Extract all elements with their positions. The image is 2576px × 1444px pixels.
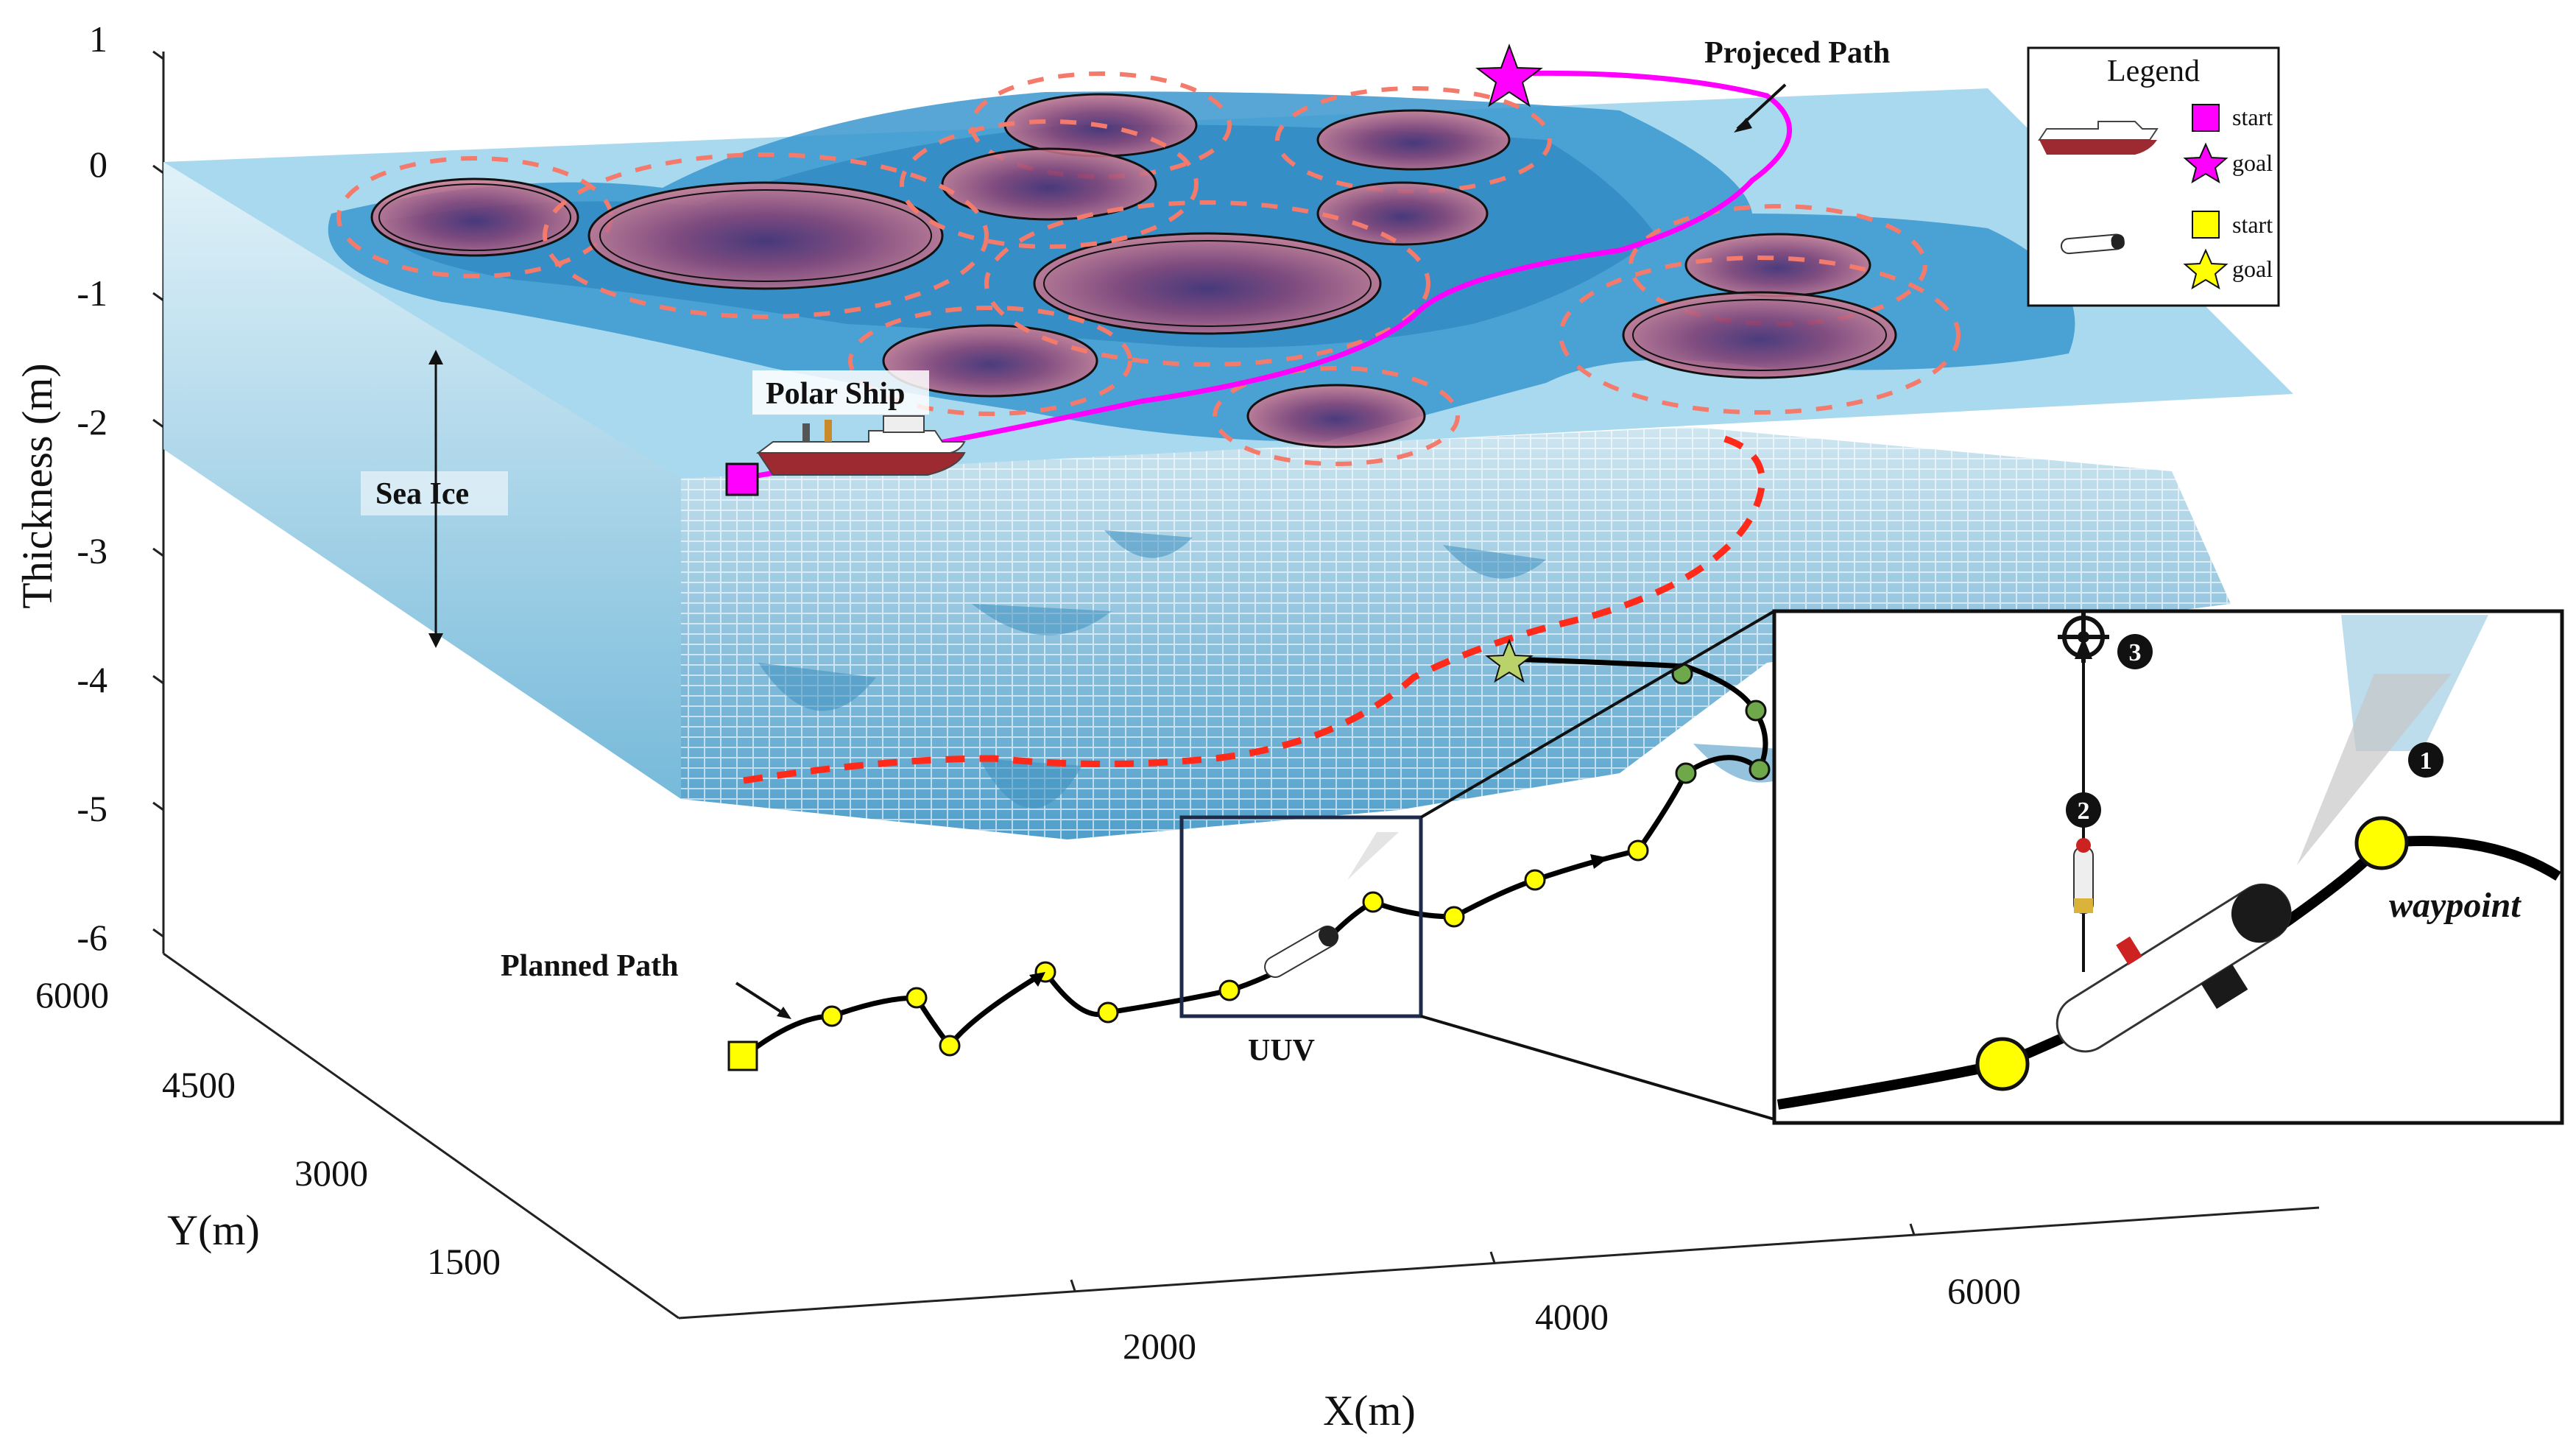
planned-path-label: Planned Path bbox=[501, 949, 679, 983]
uuv-start-marker bbox=[727, 1040, 758, 1071]
waypoint-marker bbox=[939, 1035, 961, 1057]
risk-zone bbox=[941, 147, 1157, 221]
z-tick: 0 bbox=[89, 144, 107, 185]
risk-zone bbox=[1622, 291, 1897, 379]
z-tick: -5 bbox=[77, 788, 107, 829]
sea-ice-label-box bbox=[361, 471, 508, 515]
y-axis-label: Y(m) bbox=[167, 1206, 260, 1254]
z-tick: -3 bbox=[77, 530, 107, 571]
uuv-label: UUV bbox=[1248, 1034, 1315, 1068]
uuv-goal-star bbox=[1485, 638, 1534, 683]
z-tick: 1 bbox=[89, 18, 107, 60]
legend-ship-start-label: start bbox=[2232, 104, 2273, 130]
target-crosshair-icon bbox=[2058, 611, 2109, 663]
legend-title: Legend bbox=[2107, 54, 2200, 88]
polar-ship-icon bbox=[756, 415, 966, 476]
projected-path-line bbox=[739, 70, 1793, 482]
y-tick: 4500 bbox=[162, 1064, 236, 1105]
z-axis-ticks bbox=[152, 50, 164, 938]
legend-ship-goal-label: goal bbox=[2232, 149, 2273, 176]
z-tick: -1 bbox=[77, 272, 107, 314]
legend-uuv-start-label: start bbox=[2232, 211, 2273, 238]
legend-uuv-start-swatch bbox=[2192, 211, 2220, 239]
waypoint-label: waypoint bbox=[2389, 886, 2522, 925]
risk-zone bbox=[587, 181, 944, 290]
legend: Legend start goal start goal bbox=[2027, 46, 2280, 307]
planned-path-pointer bbox=[735, 982, 789, 1018]
zoom-source-box bbox=[1179, 815, 1423, 1018]
under-ice-path-line bbox=[743, 434, 1765, 784]
waypoint-marker bbox=[1627, 839, 1649, 862]
step-badge-3: 3 bbox=[2117, 634, 2153, 669]
ship-goal-star bbox=[1475, 43, 1543, 108]
badge-label: 2 bbox=[2078, 797, 2090, 825]
inset-uuv-icon bbox=[2055, 883, 2292, 1053]
x-tick: 4000 bbox=[1535, 1296, 1609, 1337]
zoom-inset: 1 2 3 waypoint bbox=[1772, 609, 2564, 1125]
y-tick: 3000 bbox=[294, 1152, 368, 1194]
badge-label: 3 bbox=[2129, 639, 2142, 666]
zoom-connector bbox=[1419, 610, 1776, 819]
under-ice-waypoints bbox=[1671, 663, 1771, 784]
risk-zones bbox=[336, 71, 1961, 466]
y-tick-labels: 6000 4500 3000 1500 bbox=[35, 974, 501, 1282]
inset-sonar-cone bbox=[2297, 674, 2452, 865]
risk-zone bbox=[848, 306, 1132, 416]
legend-ship-start-swatch bbox=[2192, 104, 2220, 132]
waypoint-marker bbox=[821, 1005, 843, 1027]
waypoint-marker bbox=[1443, 906, 1465, 928]
uuv-icon bbox=[1264, 926, 1339, 978]
y-tick: 6000 bbox=[35, 974, 109, 1015]
risk-zone bbox=[1316, 181, 1489, 246]
waypoint-marker bbox=[1524, 869, 1546, 891]
badge-label: 1 bbox=[2420, 747, 2432, 775]
z-tick: -2 bbox=[77, 401, 107, 443]
waypoint-marker bbox=[1218, 979, 1241, 1001]
legend-ship-goal-swatch bbox=[2183, 142, 2229, 184]
polar-ship-label: Polar Ship bbox=[766, 377, 905, 411]
inset-waypoint-marker bbox=[1975, 1037, 2030, 1091]
risk-zone bbox=[1213, 366, 1460, 466]
x-tick: 6000 bbox=[1947, 1270, 2021, 1311]
sea-ice-label: Sea Ice bbox=[375, 477, 469, 511]
y-tick: 1500 bbox=[427, 1241, 501, 1282]
z-tick: -6 bbox=[77, 917, 107, 958]
waypoint-marker bbox=[1097, 1001, 1119, 1024]
legend-uuv-goal-swatch bbox=[2183, 248, 2229, 290]
ship-start-marker bbox=[725, 462, 759, 496]
x-axis-ticks bbox=[1070, 1223, 1916, 1292]
z-tick-labels: 1 0 -1 -2 -3 -4 -5 -6 bbox=[77, 18, 107, 958]
step-badge-1: 1 bbox=[2408, 742, 2443, 778]
ascent-uuv-icon bbox=[2073, 838, 2094, 914]
planned-path-waypoints bbox=[821, 839, 1649, 1057]
x-tick: 2000 bbox=[1123, 1325, 1196, 1367]
sonar-cone bbox=[1347, 832, 1399, 880]
risk-zone bbox=[336, 156, 613, 278]
inset-waypoint-marker bbox=[2354, 816, 2409, 870]
path-arrows bbox=[1029, 854, 1609, 987]
risk-zone bbox=[1033, 232, 1382, 335]
z-tick: -4 bbox=[77, 659, 107, 700]
waypoint-marker bbox=[906, 987, 928, 1009]
legend-uuv-icon bbox=[2060, 233, 2125, 255]
waypoint-marker bbox=[1362, 891, 1384, 913]
step-badge-2: 2 bbox=[2066, 792, 2101, 828]
legend-uuv-goal-label: goal bbox=[2232, 256, 2273, 282]
legend-ship-icon bbox=[2038, 121, 2159, 155]
zoom-connector bbox=[1420, 1015, 1775, 1121]
safety-rings bbox=[543, 119, 1961, 415]
z-axis-label: Thickness (m) bbox=[13, 363, 61, 608]
x-axis-label: X(m) bbox=[1323, 1387, 1416, 1434]
projected-path-label: Projeced Path bbox=[1704, 36, 1890, 70]
polar-ship-label-box bbox=[752, 370, 929, 415]
x-tick-labels: 2000 4000 6000 bbox=[1123, 1270, 2021, 1367]
